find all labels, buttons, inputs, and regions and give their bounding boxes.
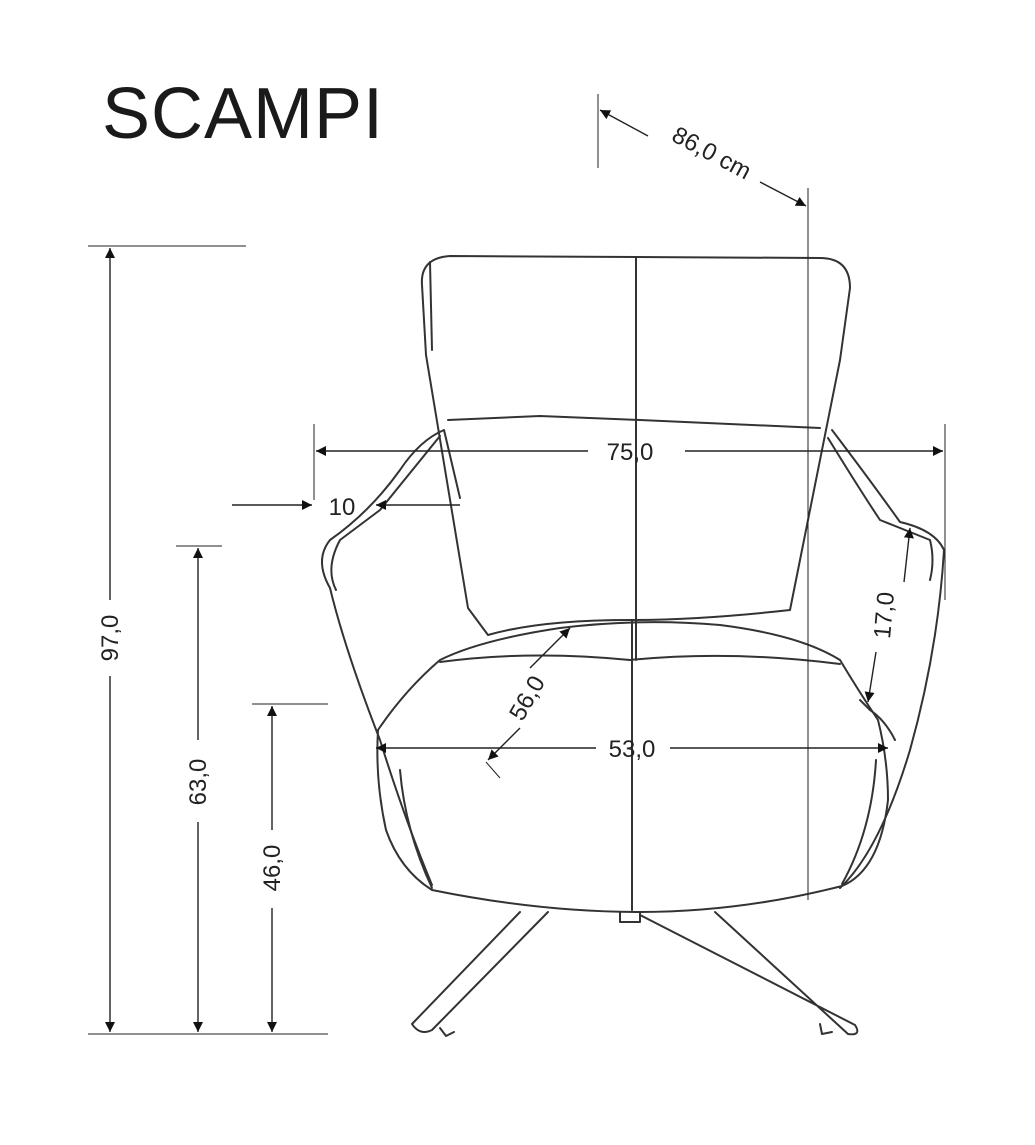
seat-cushion: [376, 621, 889, 913]
backrest-arm-height-label: 17,0: [869, 591, 900, 640]
seat-width-label: 53,0: [609, 736, 656, 763]
depth-label: 86,0 cm: [667, 121, 755, 185]
seat-depth-label: 56,0: [504, 671, 551, 725]
arm-width-label: 10: [329, 494, 356, 521]
chair-legs: [411, 911, 859, 1037]
left-armrest: [321, 429, 461, 886]
seat-height-label: 46,0: [259, 845, 286, 892]
chair-outline: [321, 255, 945, 1037]
backrest: [420, 255, 851, 636]
total-width-label: 75,0: [607, 439, 654, 466]
right-armrest: [831, 429, 945, 889]
total-height-label: 97,0: [97, 615, 124, 662]
product-title: SCAMPI: [102, 74, 385, 154]
dimension-lines: [88, 94, 946, 1035]
armrest-height-label: 63,0: [185, 759, 212, 806]
